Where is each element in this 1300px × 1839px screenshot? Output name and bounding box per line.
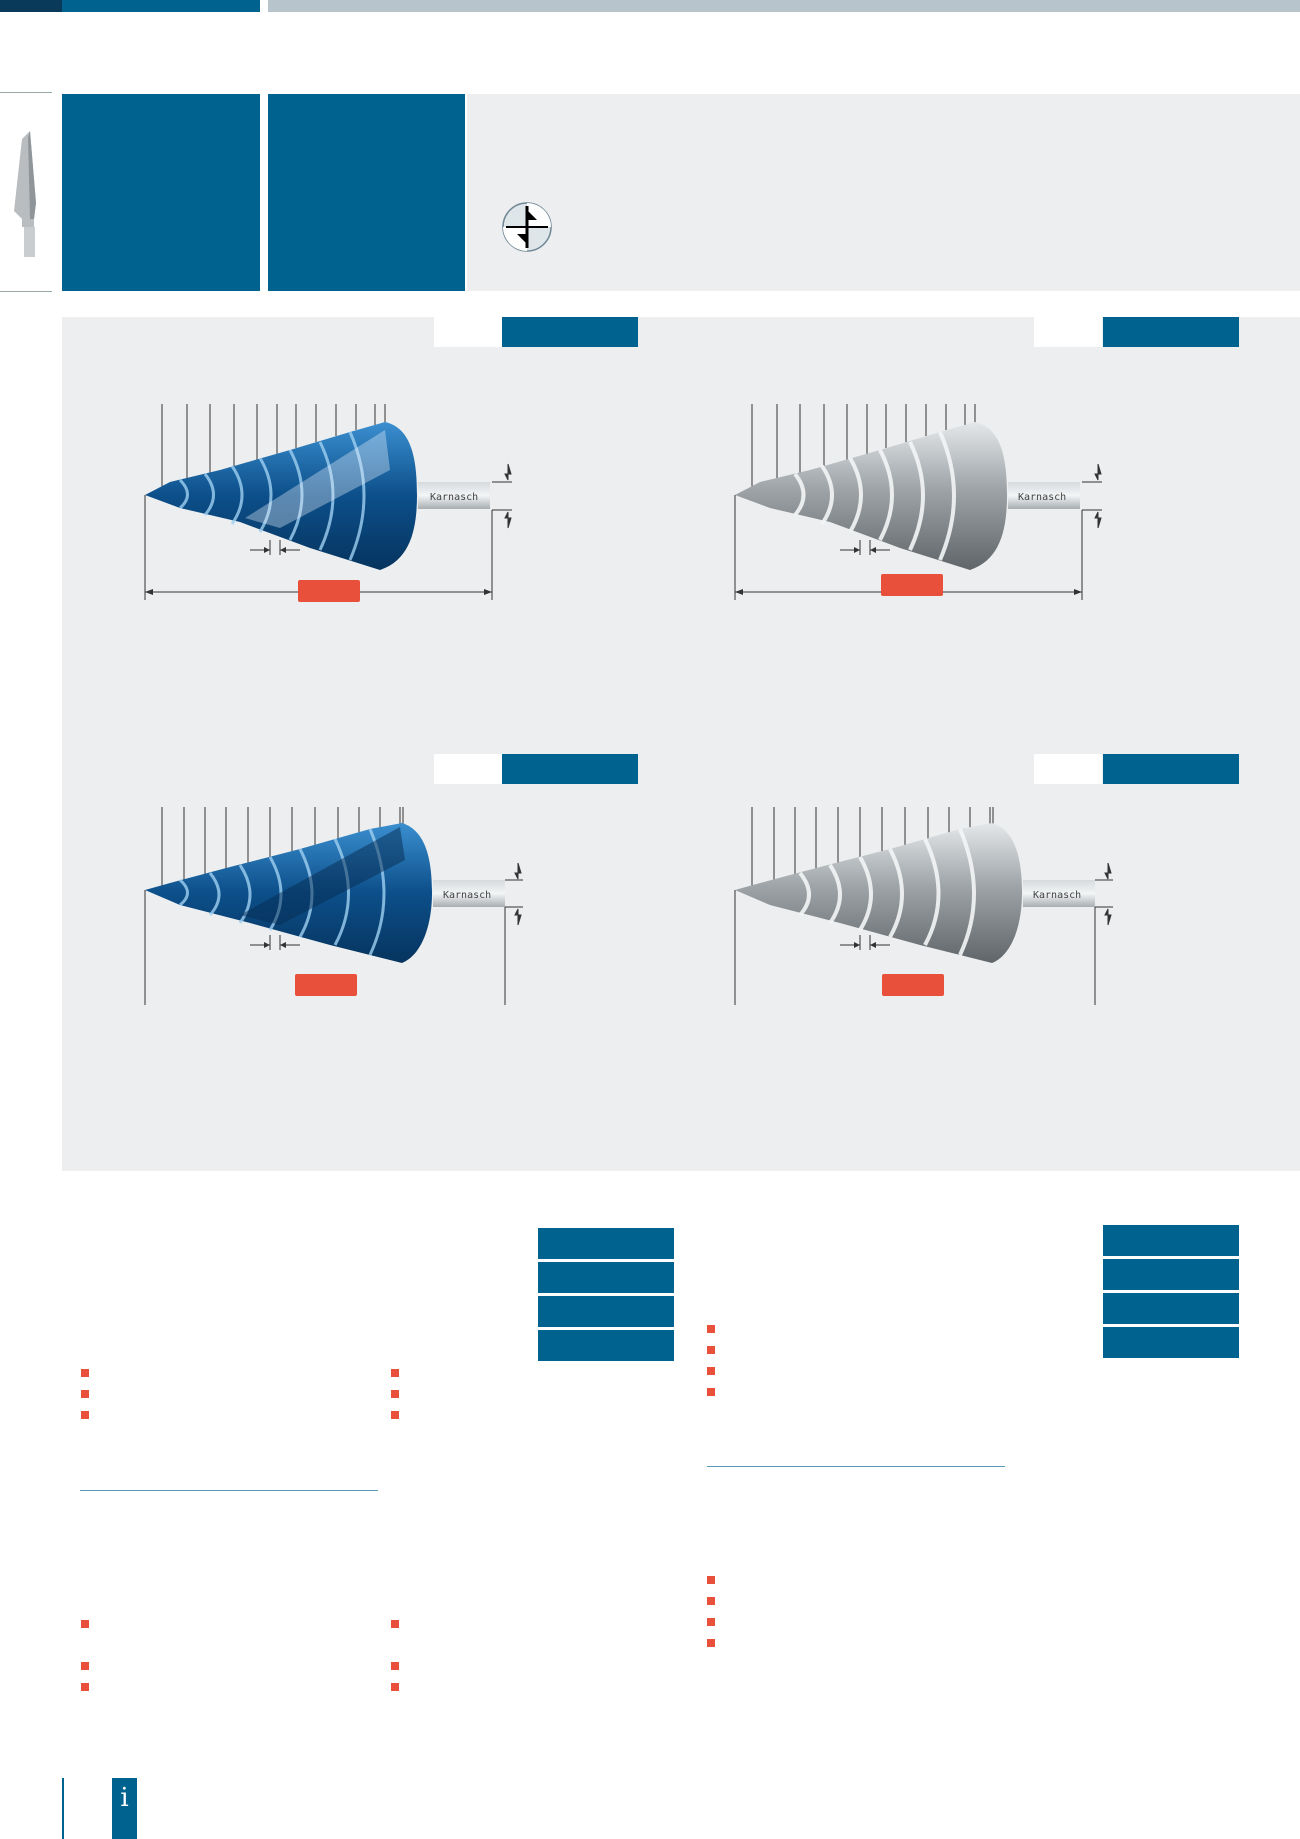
- drill-image-bright-long: Karnasch: [730, 805, 1150, 1025]
- header-block-right: [268, 94, 465, 291]
- bullet: [707, 1576, 715, 1584]
- length-badge-1: [298, 580, 360, 602]
- bullet: [81, 1662, 89, 1670]
- shank-brand: Karnasch: [443, 890, 491, 901]
- shank-brand: Karnasch: [430, 492, 478, 503]
- article-code-label-3: [434, 754, 502, 784]
- bullet: [391, 1411, 399, 1419]
- bullet: [81, 1390, 89, 1398]
- drill-image-blue-long: Karnasch: [140, 805, 560, 1025]
- article-code-label-4: [1034, 754, 1102, 784]
- bullet: [707, 1618, 715, 1626]
- bullet: [707, 1388, 715, 1396]
- info-icon[interactable]: i: [112, 1778, 137, 1839]
- step-drill-icon: [14, 131, 36, 257]
- bullet: [391, 1620, 399, 1628]
- header-info-area: [467, 94, 1300, 291]
- bullet: [391, 1683, 399, 1691]
- dim-box-left-2: [538, 1262, 674, 1293]
- article-code-label-2: [1034, 317, 1102, 347]
- drill-image-blue-short: Karnasch: [140, 400, 560, 620]
- bullet: [391, 1369, 399, 1377]
- length-badge-2: [881, 574, 943, 596]
- footer-rule: [62, 1778, 64, 1839]
- article-code-box-4: [1103, 754, 1239, 784]
- bullet: [81, 1620, 89, 1628]
- bullet: [707, 1325, 715, 1333]
- article-code-label-1: [434, 317, 502, 347]
- shank-brand: Karnasch: [1018, 492, 1066, 503]
- bullet: [81, 1411, 89, 1419]
- side-tab: [0, 92, 52, 292]
- header-block-left: [62, 94, 260, 291]
- dim-box-right-4: [1103, 1327, 1239, 1358]
- section-divider-left: [80, 1490, 378, 1491]
- bullet: [391, 1662, 399, 1670]
- bullet: [707, 1346, 715, 1354]
- bullet: [391, 1390, 399, 1398]
- top-rule-blue: [62, 0, 260, 12]
- bullet: [707, 1597, 715, 1605]
- article-code-box-2: [1103, 317, 1239, 347]
- bullet: [707, 1639, 715, 1647]
- top-rule-gray: [268, 0, 1300, 12]
- article-code-box-3: [502, 754, 638, 784]
- length-badge-4: [882, 974, 944, 996]
- bullet: [707, 1367, 715, 1375]
- shank-brand: Karnasch: [1033, 890, 1081, 901]
- dim-box-right-2: [1103, 1259, 1239, 1290]
- dim-box-left-1: [538, 1228, 674, 1259]
- section-divider-right: [707, 1466, 1005, 1467]
- top-rule-dark: [0, 0, 62, 12]
- dim-box-right-3: [1103, 1293, 1239, 1324]
- length-badge-3: [295, 974, 357, 996]
- dim-box-left-3: [538, 1296, 674, 1327]
- drill-image-bright-short: Karnasch: [730, 400, 1150, 620]
- dim-box-right-1: [1103, 1225, 1239, 1256]
- article-code-box-1: [502, 317, 638, 347]
- bullet: [81, 1683, 89, 1691]
- material-symbol-icon: [500, 200, 554, 254]
- dim-box-left-4: [538, 1330, 674, 1361]
- bullet: [81, 1369, 89, 1377]
